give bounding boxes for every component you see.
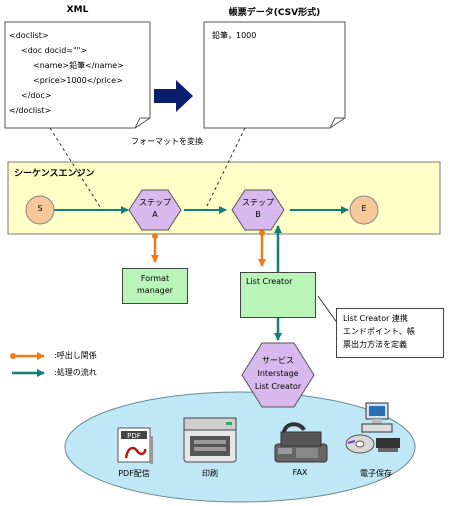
start-node — [25, 195, 55, 225]
csv-document-shape — [203, 21, 346, 129]
legend-call: :呼出し関係 — [54, 351, 97, 360]
output-label-storage: 電子保存 — [360, 469, 392, 478]
service-hexagon — [241, 342, 315, 408]
xml-line: </doc> — [21, 91, 52, 100]
output-label-fax: FAX — [292, 468, 308, 477]
step-a-hexagon — [128, 189, 182, 231]
format-manager-box: Format manager — [122, 268, 188, 304]
list-creator-note: List Creator 連携 エンドポイント、帳 票出力方法を定義 — [336, 308, 444, 358]
pdf-icon: PDF — [117, 427, 153, 464]
step-b-hexagon — [231, 189, 285, 231]
step-b-label: ステップ B — [232, 197, 284, 221]
csv-doc-title: 帳票データ(CSV形式) — [228, 8, 321, 18]
xml-doc-title: XML — [66, 5, 89, 15]
note-line2: エンドポイント、帳 — [343, 327, 415, 336]
list-creator-box: List Creator — [240, 272, 316, 318]
xml-line: <price>1000</price> — [33, 76, 123, 85]
end-label: E — [361, 204, 367, 213]
svg-text:PDF: PDF — [127, 432, 141, 440]
xml-line: <doclist> — [9, 31, 49, 40]
computer-storage-icon — [345, 402, 400, 454]
printer-icon — [183, 417, 237, 463]
step-b-line1: ステップ — [242, 198, 274, 207]
convert-label: フォーマットを変換 — [131, 137, 203, 146]
step-a-line1: ステップ — [139, 198, 171, 207]
start-label: S — [37, 204, 43, 213]
format-manager-line2: manager — [137, 286, 173, 295]
convert-arrow — [154, 80, 193, 112]
service-line2: Interstage — [257, 369, 299, 378]
xml-line: </doclist> — [9, 106, 52, 115]
note-line3: 票出力方法を定義 — [343, 340, 407, 349]
legend-flow: :処理の流れ — [54, 368, 97, 377]
service-line1: サービス — [262, 356, 294, 365]
xml-document-shape — [4, 21, 151, 129]
service-line3: List Creator — [254, 382, 302, 391]
csv-doc-content: 鉛筆，1000 — [212, 31, 257, 40]
xml-line: <name>鉛筆</name> — [33, 61, 124, 70]
output-label-pdf: PDF配信 — [118, 469, 150, 478]
note-line1: List Creator 連携 — [343, 314, 408, 323]
step-a-label: ステップ A — [129, 197, 181, 221]
service-label: サービス Interstage List Creator — [242, 354, 314, 393]
output-label-print: 印刷 — [202, 469, 218, 478]
end-node — [349, 195, 379, 225]
format-manager-line1: Format — [140, 274, 170, 283]
xml-doc-content: <doclist> <doc docid=""> <name>鉛筆</name>… — [9, 28, 124, 118]
output-ellipse — [64, 391, 416, 503]
step-b-line2: B — [255, 210, 261, 219]
xml-line: <doc docid=""> — [21, 46, 88, 55]
engine-title: シーケンスエンジン — [14, 169, 95, 179]
step-a-line2: A — [152, 210, 158, 219]
fax-icon — [274, 422, 328, 463]
